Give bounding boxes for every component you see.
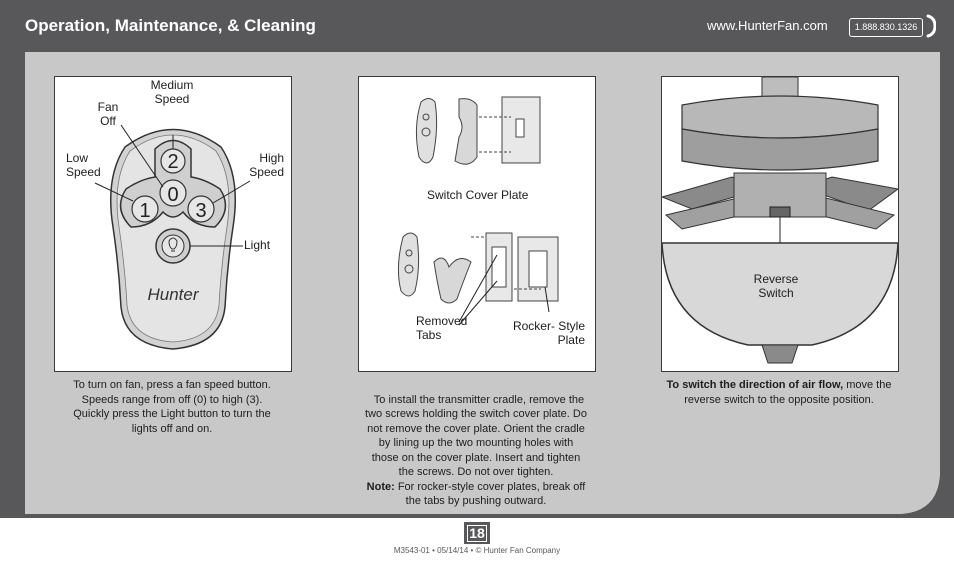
- note-label: Note:: [366, 480, 395, 493]
- website-link[interactable]: www.HunterFan.com: [707, 18, 828, 33]
- footer-text: M3543-01 • 05/14/14 • © Hunter Fan Compa…: [393, 546, 561, 555]
- fan-off-label: Fan Off: [97, 100, 119, 128]
- high-speed-button: [187, 195, 215, 223]
- low-speed-button: [131, 195, 159, 223]
- remote-caption: To turn on fan, press a fan speed button…: [73, 379, 271, 435]
- high-speed-label: High Speed: [249, 151, 284, 179]
- low-speed-label: Low Speed: [66, 151, 101, 179]
- phone-number: 1.888.830.1326: [849, 18, 923, 37]
- page-title: Operation, Maintenance, & Cleaning: [25, 16, 316, 35]
- rocker-plate-label: Rocker- Style Plate: [512, 319, 585, 347]
- fan-off-button: [159, 179, 187, 207]
- fan-caption: To switch the direction of air flow, mov…: [650, 378, 908, 407]
- removed-tabs-label: Removed Tabs: [416, 314, 468, 342]
- cradle-caption-text: To install the transmitter cradle, remov…: [365, 393, 587, 479]
- button-label-2: 2: [167, 151, 178, 173]
- fan-panel: [660, 76, 900, 372]
- light-label: Light: [244, 238, 271, 252]
- airflow-caption-bold: To switch the direction of air flow,: [666, 379, 844, 391]
- button-label-3: 3: [195, 200, 206, 222]
- cradle-caption: To install the transmitter cradle, remov…: [350, 378, 602, 509]
- cradle-panel: [358, 76, 596, 372]
- reverse-switch-label: Reverse Switch: [753, 272, 799, 300]
- button-label-1: 1: [139, 200, 150, 222]
- hunter-logo: Hunter: [147, 285, 199, 304]
- phone-icon: [926, 14, 936, 38]
- header-bar: [0, 0, 954, 52]
- medium-speed-label: Medium Speed: [150, 78, 194, 106]
- airflow-caption-text: move the reverse switch to the opposite …: [684, 379, 892, 406]
- page-number-text: 18: [467, 525, 487, 542]
- page-number: 18: [464, 522, 490, 544]
- bulb-icon: [168, 237, 178, 252]
- remote-illustration: 2 0 1 3 Hunter: [94, 124, 251, 350]
- cradle-illustration: [397, 96, 559, 326]
- button-label-0: 0: [167, 184, 178, 206]
- fan-illustration: [660, 76, 900, 364]
- switch-cover-label: Switch Cover Plate: [427, 188, 529, 202]
- note-text: For rocker-style cover plates, break off…: [397, 480, 586, 508]
- reverse-switch: [769, 206, 791, 218]
- remote-panel: 2 0 1 3 Hunter: [54, 76, 292, 372]
